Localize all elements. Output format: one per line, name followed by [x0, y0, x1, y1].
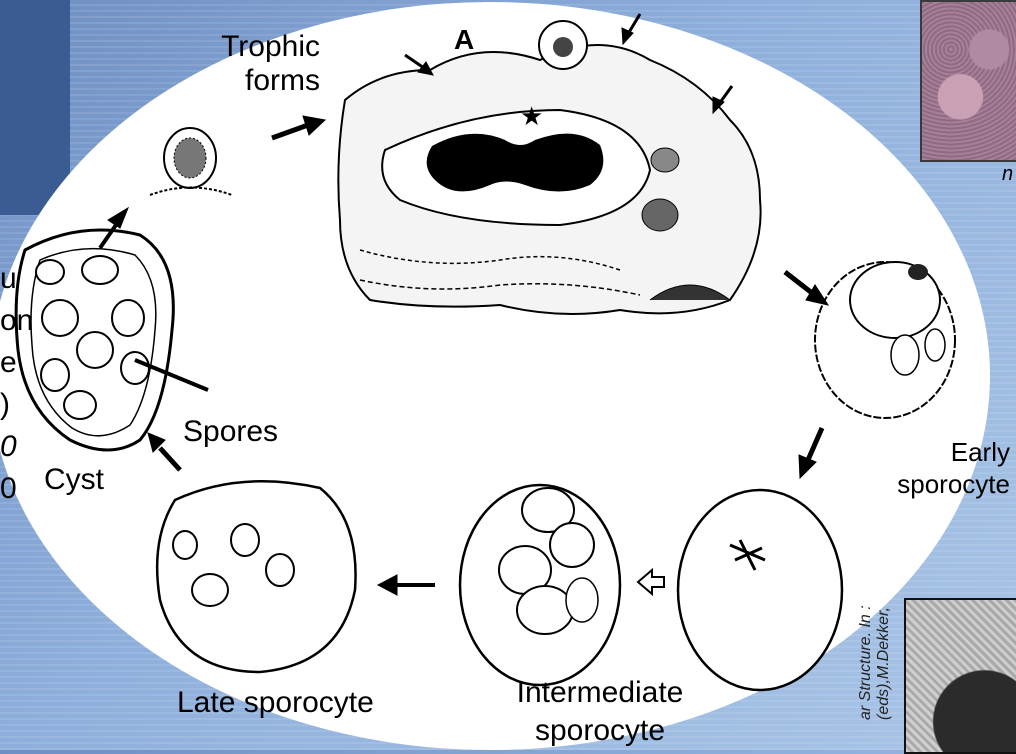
- citation-text: ar Structure. In : (eds),M.Dekker,: [857, 605, 893, 720]
- citation-line-2: (eds),M.Dekker,: [875, 605, 893, 720]
- sporocyte-stage-drawing: [678, 490, 842, 690]
- left-fragment-2: on: [0, 300, 33, 342]
- early-sporocyte-line-2: sporocyte: [864, 468, 1010, 500]
- intermediate-sporocyte-drawing: [460, 485, 620, 685]
- late-sporocyte-drawing: [157, 481, 355, 672]
- left-fragment-1: u: [0, 258, 33, 300]
- cyst-drawing: [16, 230, 173, 450]
- intermediate-sporocyte-label: Intermediate sporocyte: [470, 674, 730, 750]
- trophic-forms-line-1: Trophic: [184, 30, 320, 64]
- trophic-forms-line-2: forms: [184, 64, 320, 98]
- svg-text:★: ★: [520, 102, 543, 132]
- citation-line-1: ar Structure. In :: [857, 605, 875, 720]
- spores-label: Spores: [183, 415, 278, 449]
- late-sporocyte-label: Late sporocyte: [177, 686, 374, 720]
- trophic-cell-drawing: [150, 128, 232, 195]
- early-sporocyte-line-1: Early: [864, 436, 1010, 468]
- intermediate-sporocyte-line-2: sporocyte: [470, 712, 730, 750]
- early-sporocyte-label: Early sporocyte: [864, 436, 1010, 500]
- left-fragment-5: 0: [0, 426, 33, 468]
- panel-letter: A: [454, 25, 474, 55]
- right-cropped-caption: n: [1002, 163, 1013, 186]
- left-cropped-text: u on e ) 0 0: [0, 258, 33, 510]
- cyst-label: Cyst: [44, 463, 104, 497]
- trophic-forms-label: Trophic forms: [184, 30, 320, 98]
- left-fragment-4: ): [0, 384, 33, 426]
- intermediate-sporocyte-line-1: Intermediate: [470, 674, 730, 712]
- trophic-forms-drawing: ★: [338, 21, 760, 314]
- left-fragment-3: e: [0, 342, 33, 384]
- left-fragment-6: 0: [0, 468, 33, 510]
- early-sporocyte-drawing: [815, 262, 955, 418]
